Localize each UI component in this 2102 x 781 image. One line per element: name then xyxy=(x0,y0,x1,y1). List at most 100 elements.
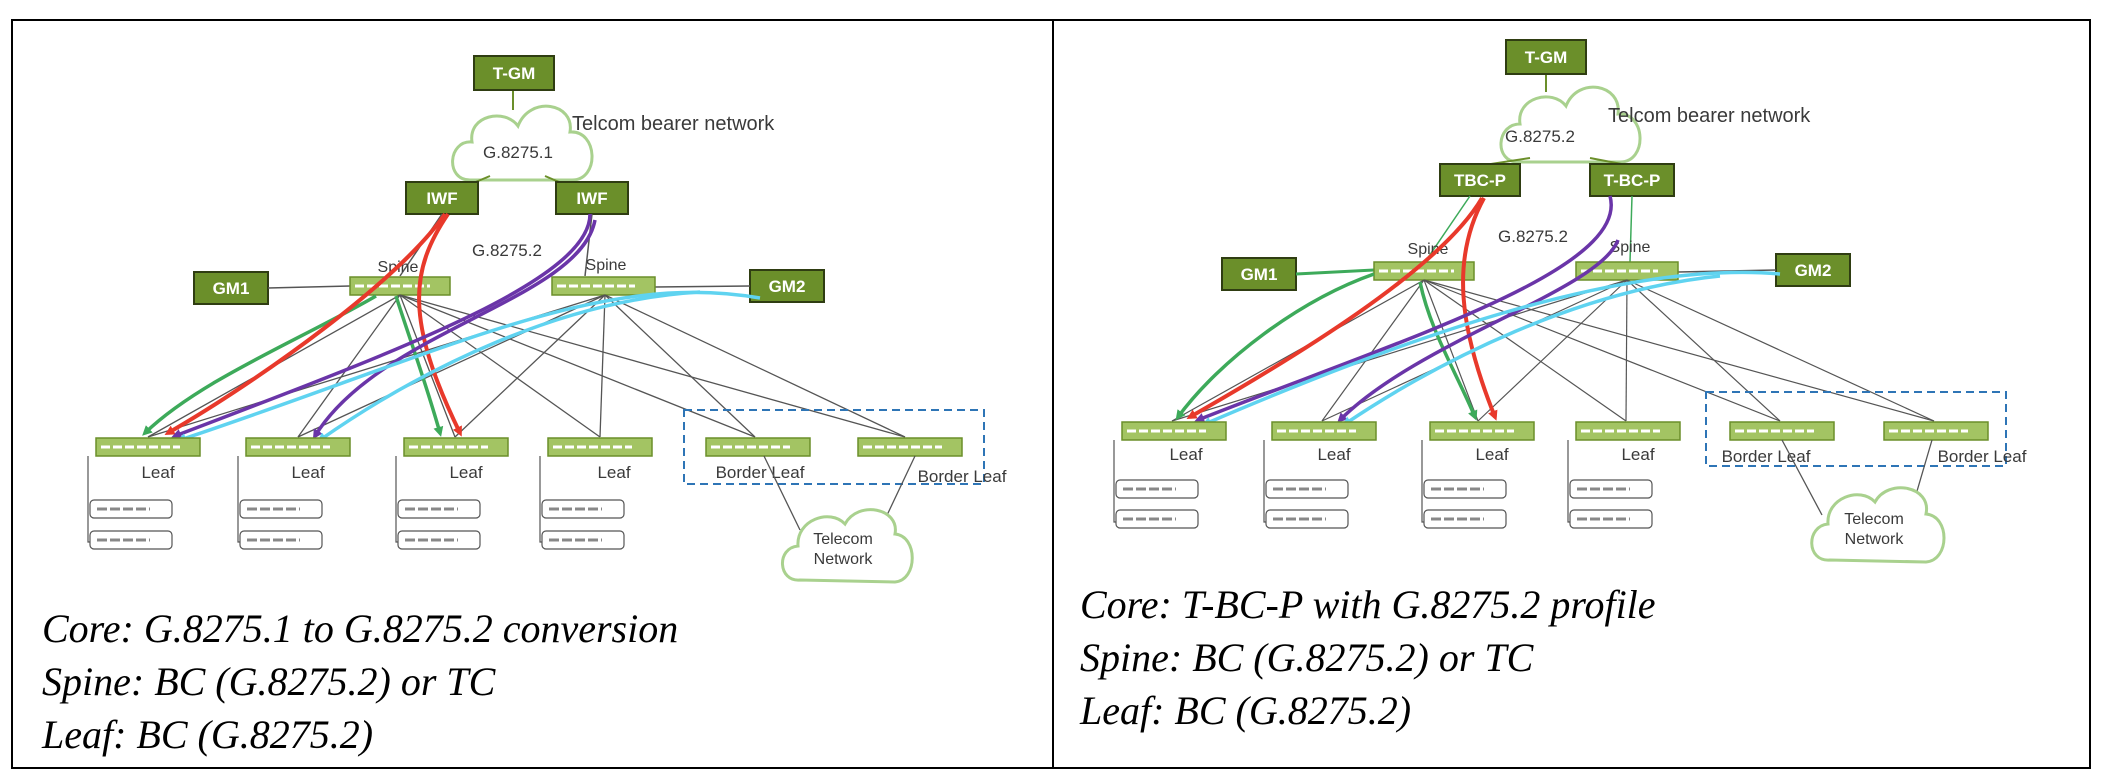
caption-leaf: Leaf: BC (G.8275.2) xyxy=(41,712,373,757)
leaf-switch-3 xyxy=(403,437,509,457)
spine-leaf-mesh xyxy=(147,294,906,438)
panel-right: G.8275.2 Telcom bearer network T-GM TBC-… xyxy=(1079,39,2027,733)
border-leaf-group xyxy=(1705,391,2007,467)
border1-telecom-link xyxy=(763,455,801,531)
core-left-node xyxy=(405,181,479,215)
bearer-cloud xyxy=(451,104,594,182)
caption-spine: Spine: BC (G.8275.2) or TC xyxy=(1080,635,1535,680)
border-leaf-label-2: Border Leaf xyxy=(1938,447,2027,466)
gm1-spine-link xyxy=(267,285,351,289)
mid-profile-label: G.8275.2 xyxy=(1498,227,1568,246)
spine-right-switch xyxy=(551,276,656,296)
caption-core: Core: T-BC-P with G.8275.2 profile xyxy=(1080,582,1656,627)
ptp-path-purple-2 xyxy=(312,219,597,440)
leaf-label-4: Leaf xyxy=(597,463,630,482)
spine-right-label: Spine xyxy=(586,257,627,274)
ptp-path-green-2 xyxy=(1418,281,1478,421)
tgm-label: T-GM xyxy=(493,64,536,83)
ptp-path-green-2 xyxy=(394,295,444,437)
tgm-node xyxy=(473,55,555,91)
gm2-node xyxy=(749,269,825,303)
server-drive-bays-right xyxy=(1123,487,1630,521)
core-right-node xyxy=(555,181,629,215)
leaf-label-2: Leaf xyxy=(291,463,324,482)
leaf-switch-1 xyxy=(95,437,201,457)
border-leaf-label-1: Border Leaf xyxy=(716,463,805,482)
core-left-label: TBC-P xyxy=(1454,171,1506,190)
gm1-spine-link xyxy=(1295,268,1375,276)
spine-right-label: Spine xyxy=(1610,239,1651,256)
border-leaf-switch-2 xyxy=(1883,421,1989,441)
core-right-spine-link xyxy=(1629,195,1633,263)
caption-spine: Spine: BC (G.8275.2) or TC xyxy=(42,659,497,704)
core-left-node xyxy=(1439,163,1521,197)
outer-frame xyxy=(11,19,2091,769)
ptp-path-purple-2 xyxy=(1337,239,1620,423)
telecom-label-line1: Telecom xyxy=(813,531,873,548)
tgm-label: T-GM xyxy=(1525,48,1568,67)
gm2-spine-link xyxy=(654,285,751,288)
gm1-label: GM1 xyxy=(1241,265,1278,284)
leaf-switch-2 xyxy=(1271,421,1377,441)
telecom-cloud xyxy=(1810,486,1946,564)
ptp-path-cyan-2 xyxy=(1341,274,1721,427)
telecom-label-line1: Telecom xyxy=(1844,511,1904,528)
mid-profile-label: G.8275.2 xyxy=(472,241,542,260)
core-left-label: IWF xyxy=(426,189,457,208)
cloud-profile-label: G.8275.2 xyxy=(1505,127,1575,146)
border-leaf-switch-1 xyxy=(705,437,811,457)
tgm-node xyxy=(1505,39,1587,75)
ptp-path-red-1 xyxy=(1186,196,1484,419)
leaf-label-4: Leaf xyxy=(1621,445,1654,464)
gm2-label: GM2 xyxy=(769,277,806,296)
cloud-profile-label: G.8275.1 xyxy=(483,143,553,162)
ptp-path-purple-1 xyxy=(1194,195,1613,423)
leaf-label-2: Leaf xyxy=(1317,445,1350,464)
border-leaf-label-2: Border Leaf xyxy=(918,467,1007,486)
core-left-spine-link xyxy=(1424,195,1471,263)
ptp-path-red-1 xyxy=(164,212,447,435)
gm2-label: GM2 xyxy=(1795,261,1832,280)
ptp-path-red-2 xyxy=(417,212,462,437)
telecom-cloud xyxy=(781,508,914,584)
spine-left-switch xyxy=(349,276,451,296)
bearer-cloud xyxy=(1499,85,1642,164)
panel-left: G.8275.1 Telcom bearer network T-GM IWF … xyxy=(41,55,1007,757)
gm1-node xyxy=(1221,257,1297,291)
leaf-switch-2 xyxy=(245,437,351,457)
caption-leaf: Leaf: BC (G.8275.2) xyxy=(1079,688,1411,733)
core-right-spine-link xyxy=(584,213,593,277)
ptp-path-red-2 xyxy=(1461,197,1498,421)
border-leaf-switch-1 xyxy=(1729,421,1835,441)
telecom-label-line2: Network xyxy=(814,551,874,568)
ptp-path-cyan-1 xyxy=(1201,270,1781,427)
telecom-label-line2: Network xyxy=(1845,531,1905,548)
leaf-switch-1 xyxy=(1121,421,1227,441)
bearer-network-label: Telcom bearer network xyxy=(1608,105,1811,127)
border-leaf-switch-2 xyxy=(857,437,963,457)
server-drive-bays-left xyxy=(97,507,602,542)
leaf-label-3: Leaf xyxy=(449,463,482,482)
leaf-switch-4 xyxy=(1575,421,1681,441)
ptp-path-purple-1 xyxy=(171,213,592,439)
ptp-path-cyan-2 xyxy=(316,290,701,443)
ptp-path-green-1 xyxy=(1175,272,1375,421)
spine-left-label: Spine xyxy=(1408,241,1449,258)
leaf-label-1: Leaf xyxy=(141,463,174,482)
leaf-label-3: Leaf xyxy=(1475,445,1508,464)
core-right-label: IWF xyxy=(576,189,607,208)
core-right-label: T-BC-P xyxy=(1604,171,1661,190)
border-leaf-label-1: Border Leaf xyxy=(1722,447,1811,466)
leaf-label-1: Leaf xyxy=(1169,445,1202,464)
border-leaf-group xyxy=(683,409,985,485)
core-right-node xyxy=(1589,163,1675,197)
border1-telecom-link xyxy=(1781,439,1823,516)
leaf-switch-4 xyxy=(547,437,653,457)
spine-right-switch xyxy=(1575,261,1679,281)
leaf-switch-3 xyxy=(1429,421,1535,441)
bearer-network-label: Telcom bearer network xyxy=(572,113,775,135)
caption-core: Core: G.8275.1 to G.8275.2 conversion xyxy=(42,606,678,651)
gm1-label: GM1 xyxy=(213,279,250,298)
